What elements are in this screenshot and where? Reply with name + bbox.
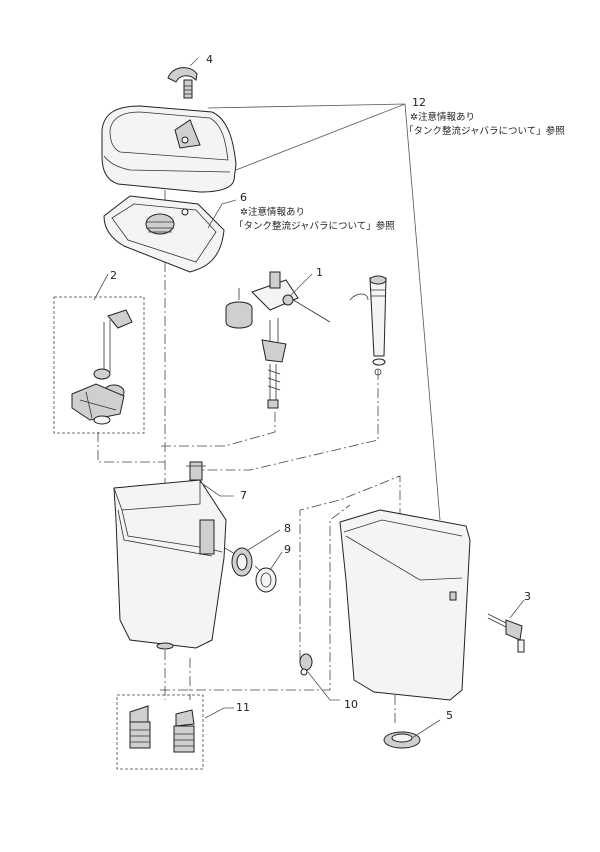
- callout-9: 9: [284, 543, 291, 556]
- part-flush-valve: [53, 296, 145, 434]
- note-12-reference: 「タンク整流ジャバラについて」参照: [404, 125, 565, 137]
- part-tank-bolts: [116, 694, 204, 770]
- part-inner-tank: [113, 479, 227, 650]
- callout-11: 11: [236, 701, 250, 714]
- callout-7: 7: [240, 489, 247, 502]
- callout-12: 12: [412, 96, 426, 109]
- assembly-guide-lines: [97, 190, 460, 725]
- callout-6: 6: [240, 191, 247, 204]
- part-small-fitting: [299, 653, 313, 676]
- part-nut-ring: [255, 567, 277, 593]
- part-overflow-pipe: [349, 275, 387, 376]
- part-outer-tank: [339, 509, 471, 701]
- part-gasket: [231, 547, 253, 577]
- callout-1: 1: [316, 266, 323, 279]
- callout-4: 4: [206, 53, 213, 66]
- note-12-caution: ✲注意情報あり: [410, 111, 475, 123]
- note-6-caution: ✲注意情報あり: [240, 206, 305, 218]
- callout-10: 10: [344, 698, 358, 711]
- callout-2: 2: [110, 269, 117, 282]
- callout-8: 8: [284, 522, 291, 535]
- note-6-reference: 「タンク整流ジャバラについて」参照: [234, 220, 395, 232]
- part-lever-bolt: [487, 613, 525, 653]
- part-fill-valve: [225, 271, 331, 409]
- part-tank-gasket: [383, 731, 421, 749]
- part-inner-cover: [103, 195, 225, 273]
- callout-3: 3: [524, 590, 531, 603]
- part-lever-handle: [167, 67, 198, 99]
- callout-5: 5: [446, 709, 453, 722]
- part-tank-lid: [101, 105, 237, 193]
- part-clip: [186, 461, 206, 481]
- leader-lines: [93, 57, 525, 739]
